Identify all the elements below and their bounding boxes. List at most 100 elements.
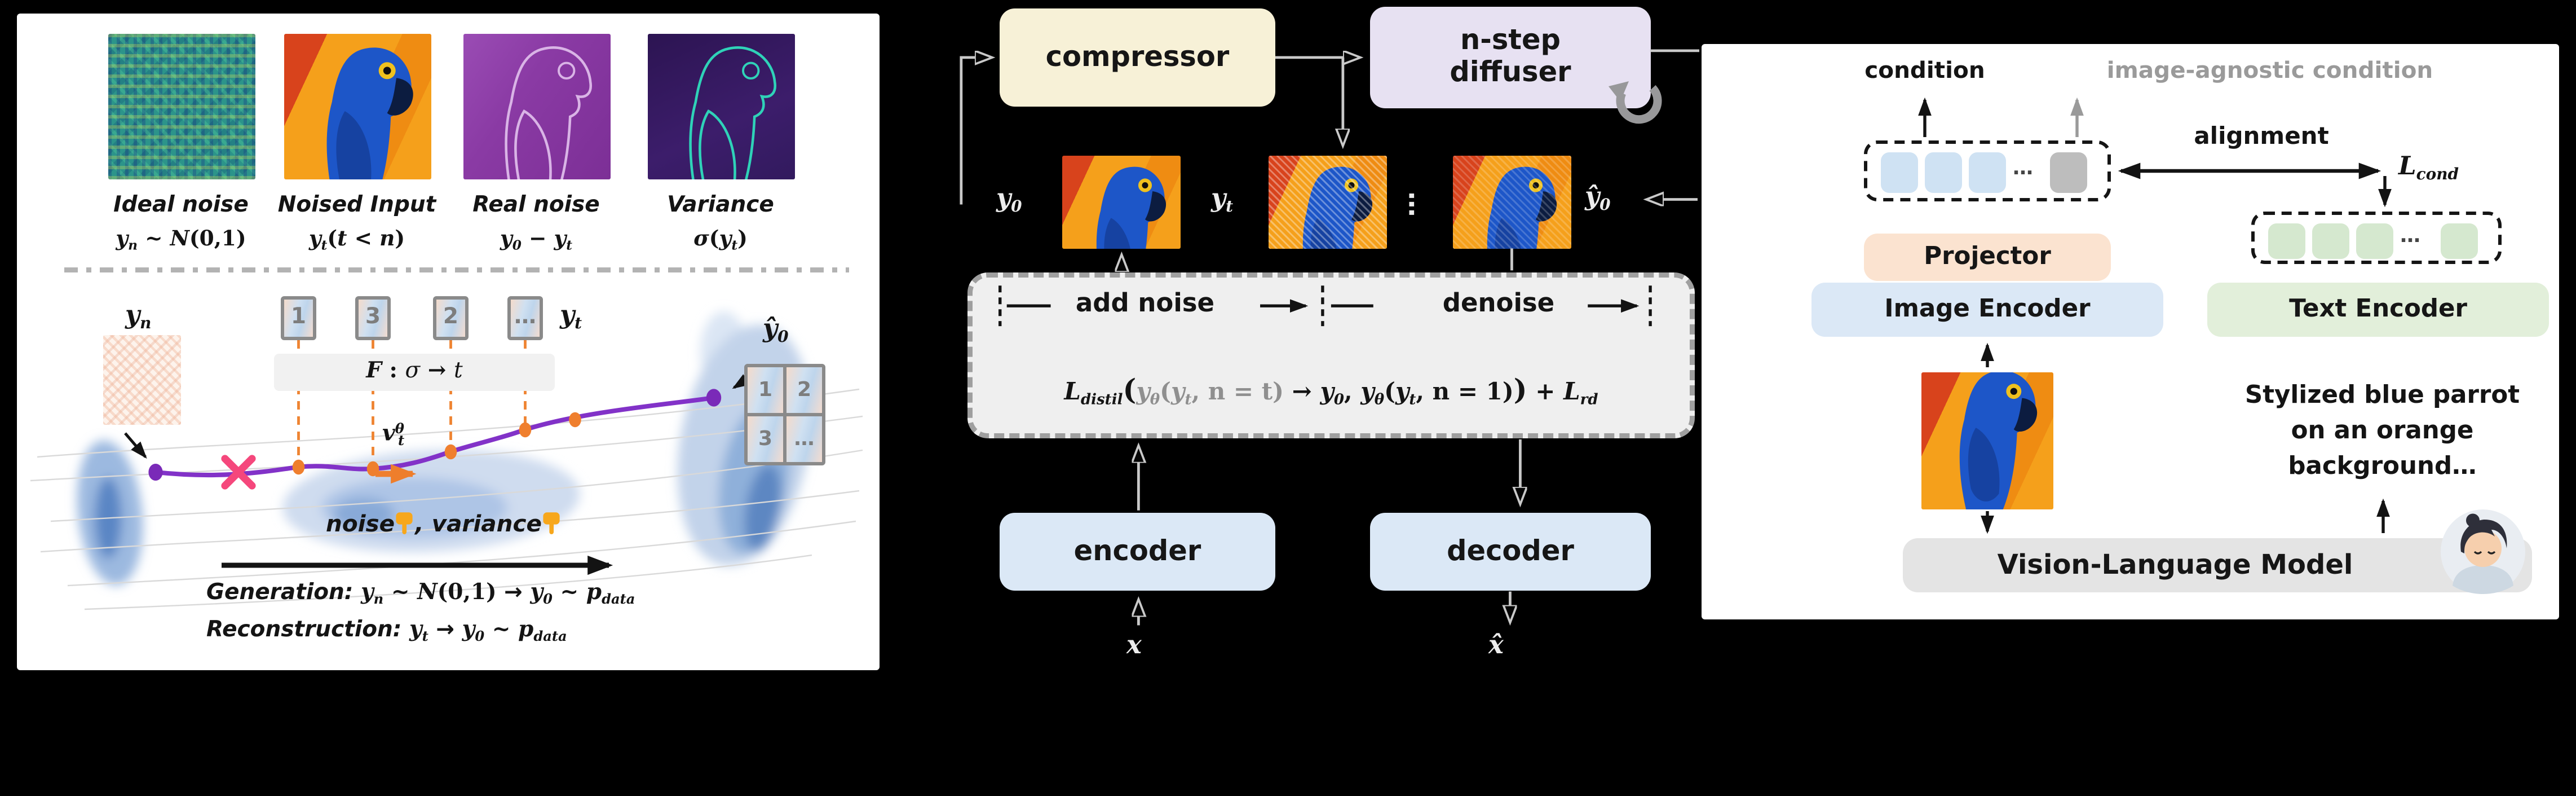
image-agnostic-condition-label: image-agnostic condition <box>2106 58 2433 85</box>
flow-trajectory-panel: Ideal noise Noised Input Real noise Vari… <box>17 14 880 670</box>
alignment-label: alignment <box>2194 124 2329 151</box>
separator-comma: , <box>415 511 432 538</box>
tile-1-label: 1 <box>290 304 307 329</box>
condition-label: condition <box>1864 58 1985 85</box>
dashed-separator <box>64 267 849 272</box>
variance-word: variance <box>431 511 542 538</box>
reject-x-icon <box>221 455 256 490</box>
start-point <box>148 464 163 481</box>
y0-label: y0 <box>996 183 1022 217</box>
lcond-label: Lcond <box>2398 151 2459 184</box>
y0-image <box>1062 156 1181 249</box>
timestep-tile-dots: … <box>507 296 543 340</box>
diffuser-block: n-step diffuser <box>1370 7 1651 108</box>
agnostic-token <box>2050 152 2087 193</box>
text-token <box>2312 223 2349 259</box>
vlm-block: Vision-Language Model <box>1903 538 2532 592</box>
text-token-box: … <box>2251 212 2502 264</box>
pointing-down-icon <box>542 511 562 536</box>
sampling-trajectory <box>153 395 717 478</box>
text-token <box>2268 223 2305 259</box>
grid-cell-3: 3 <box>748 416 783 462</box>
grid-cell-2: 2 <box>787 367 822 413</box>
denoise-label: denoise <box>1442 288 1555 318</box>
xhat-label: x̂ <box>1488 630 1504 660</box>
prompt-line-2: on an orange <box>2291 418 2474 446</box>
input-parrot-image <box>1921 372 2053 509</box>
projector-label: Projector <box>1924 243 2051 270</box>
variance-label: Variance <box>667 193 774 218</box>
yhat0-patch-grid: 1 2 3 … <box>744 364 825 465</box>
encoder-label: encoder <box>1073 534 1201 566</box>
velocity-label: vθt <box>382 420 405 448</box>
compressor-label: compressor <box>1045 39 1230 72</box>
image-token <box>1925 152 1962 193</box>
distribution-blobs <box>77 311 811 586</box>
vlm-avatar-icon <box>2439 508 2527 596</box>
image-token <box>1969 152 2006 193</box>
noised-input-formula: yt(t < n) <box>308 225 405 253</box>
noise-variance-note: noise, variance <box>271 511 617 539</box>
yt-noisy-image <box>1269 156 1387 249</box>
variance-formula: σ(yt) <box>693 225 748 253</box>
real-noise-label: Real noise <box>472 193 600 218</box>
timestep-tile-1: 1 <box>281 296 316 340</box>
token-ellipsis: … <box>2013 156 2033 179</box>
text-token <box>2356 223 2393 259</box>
token-ellipsis: … <box>2400 223 2420 247</box>
noised-input-image <box>284 34 431 179</box>
timestep-tile-3: 3 <box>355 296 391 340</box>
yt-label-mid: yt <box>1211 183 1234 217</box>
vertical-ellipsis: … <box>1402 191 1433 217</box>
variance-image <box>648 34 795 179</box>
distillation-loss-formula: Ldistil(yθ(yt, n = t) → y0, yθ(yt, n = 1… <box>1064 372 1598 410</box>
condition-alignment-panel: condition image-agnostic condition … ali… <box>1702 44 2559 619</box>
real-noise-formula: y0 − yt <box>500 225 573 253</box>
add-noise-label: add noise <box>1075 288 1215 318</box>
y0-to-compressor-wire <box>960 58 990 205</box>
decoder-block: decoder <box>1370 513 1651 591</box>
compressor-block: compressor <box>1000 8 1275 107</box>
reconstruction-formula: Reconstruction: yt → y0 ~ pdata <box>206 618 567 644</box>
distillation-process-box <box>967 272 1695 438</box>
ideal-noise-label: Ideal noise <box>113 193 249 218</box>
decoder-label: decoder <box>1447 534 1574 566</box>
image-encoder-label: Image Encoder <box>1884 295 2091 323</box>
loop-icon <box>1605 76 1666 134</box>
prompt-line-3: background… <box>2288 454 2477 481</box>
prompt-line-1: Stylized blue parrot <box>2244 382 2520 410</box>
text-encoder-block: Text Encoder <box>2207 283 2549 337</box>
image-token <box>1881 152 1918 193</box>
text-token <box>2441 223 2478 259</box>
yt-label: yt <box>560 300 582 333</box>
yn-noise-patch <box>103 335 181 425</box>
timestep-tile-2: 2 <box>433 296 469 340</box>
tile-dots-label: … <box>514 304 536 329</box>
yn-label: yn <box>125 300 152 333</box>
text-encoder-label: Text Encoder <box>2289 295 2467 323</box>
tile-3-label: 3 <box>365 304 381 329</box>
yhat0-label: ŷ0 <box>763 313 789 347</box>
generation-formula: Generation: yn ~ N(0,1) → y0 ~ pdata <box>206 580 635 607</box>
text-prompt: Stylized blue parrot on an orange backgr… <box>2209 379 2556 486</box>
yn-pointer-arrow <box>124 432 147 459</box>
ideal-noise-formula: yn ~ N(0,1) <box>116 225 246 253</box>
sigma-to-t-mapping: F : σ → t <box>274 354 555 391</box>
tile-2-label: 2 <box>443 304 459 329</box>
real-noise-image <box>463 34 611 179</box>
end-point <box>706 389 722 407</box>
x-label: x <box>1126 630 1142 660</box>
sample-points <box>292 412 581 477</box>
vlm-label: Vision-Language Model <box>1997 548 2353 580</box>
pointing-down-icon <box>395 511 415 536</box>
grid-cell-dots: … <box>787 416 822 462</box>
yhat0-label-mid: ŷ0 <box>1585 181 1611 215</box>
noise-wash-overlay <box>1269 156 1387 249</box>
noise-word: noise <box>326 511 395 538</box>
ideal-noise-image <box>108 34 255 179</box>
noised-input-label: Noised Input <box>277 193 436 218</box>
denoised-image <box>1453 156 1571 249</box>
diffuser-label-line2: diffuser <box>1450 56 1571 88</box>
encoder-block: encoder <box>1000 513 1275 591</box>
